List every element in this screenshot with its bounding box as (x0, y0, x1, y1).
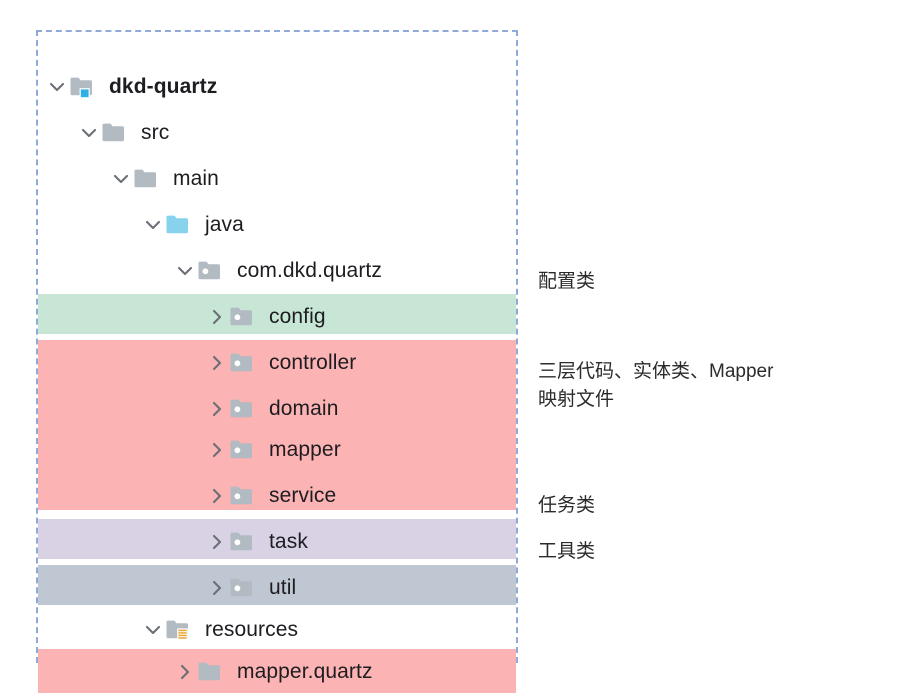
chevron-right-icon[interactable] (204, 427, 230, 473)
tree-item-main[interactable]: main (38, 156, 219, 202)
three-tier-band (38, 340, 516, 510)
chevron-right-icon[interactable] (204, 565, 230, 611)
chevron-down-icon[interactable] (140, 607, 166, 653)
tree-item-label: src (141, 121, 170, 144)
package-folder-icon (230, 386, 260, 432)
plain-folder-icon (134, 156, 164, 202)
tree-item-java[interactable]: java (38, 202, 244, 248)
note-task: 任务类 (538, 495, 596, 516)
chevron-right-icon[interactable] (204, 386, 230, 432)
tree-item-dkd-quartz[interactable]: dkd-quartz (38, 64, 217, 110)
tree-item-util[interactable]: util (38, 565, 296, 611)
tree-item-label: mapper.quartz (237, 660, 373, 683)
chevron-right-icon[interactable] (204, 294, 230, 340)
tree-item-config[interactable]: config (38, 294, 326, 340)
note-util: 工具类 (538, 541, 596, 562)
tree-item-label: task (269, 530, 308, 553)
package-folder-icon (230, 427, 260, 473)
tree-item-com-dkd-quartz[interactable]: com.dkd.quartz (38, 248, 382, 294)
chevron-down-icon[interactable] (172, 248, 198, 294)
package-folder-icon (198, 248, 228, 294)
tree-item-label: controller (269, 351, 357, 374)
tree-item-label: domain (269, 397, 339, 420)
tree-item-label: java (205, 213, 244, 236)
source-folder-icon (166, 202, 196, 248)
plain-folder-icon (198, 649, 228, 695)
tree-item-label: service (269, 484, 337, 507)
chevron-down-icon[interactable] (76, 110, 102, 156)
chevron-right-icon[interactable] (172, 649, 198, 695)
tree-item-label: main (173, 167, 219, 190)
task-band (38, 519, 516, 559)
note-config: 配置类 (538, 271, 596, 292)
tree-item-service[interactable]: service (38, 473, 336, 519)
mapper-band (38, 649, 516, 693)
tree-item-label: mapper (269, 438, 341, 461)
chevron-right-icon[interactable] (204, 519, 230, 565)
package-folder-icon (230, 473, 260, 519)
note-three-tier: 三层代码、实体类、Mapper 映射文件 (538, 361, 774, 410)
package-folder-icon (230, 519, 260, 565)
resources-folder-icon (166, 607, 196, 653)
tree-item-task[interactable]: task (38, 519, 308, 565)
tree-item-label: resources (205, 618, 299, 641)
package-folder-icon (230, 340, 260, 386)
plain-folder-icon (102, 110, 132, 156)
tree-item-label: com.dkd.quartz (237, 259, 382, 282)
tree-item-controller[interactable]: controller (38, 340, 356, 386)
chevron-right-icon[interactable] (204, 340, 230, 386)
tree-item-mapper-quartz[interactable]: mapper.quartz (38, 649, 373, 695)
tree-item-resources[interactable]: resources (38, 607, 298, 653)
tree-item-label: config (269, 305, 326, 328)
tree-item-mapper[interactable]: mapper (38, 427, 341, 473)
tree-item-src[interactable]: src (38, 110, 169, 156)
config-band (38, 294, 516, 334)
package-folder-icon (230, 565, 260, 611)
chevron-right-icon[interactable] (204, 473, 230, 519)
tree-item-label: util (269, 576, 297, 599)
util-band (38, 565, 516, 605)
tree-item-label: dkd-quartz (109, 75, 218, 98)
chevron-down-icon[interactable] (44, 64, 70, 110)
module-folder-icon (70, 64, 100, 110)
chevron-down-icon[interactable] (140, 202, 166, 248)
package-folder-icon (230, 294, 260, 340)
tree-item-domain[interactable]: domain (38, 386, 338, 432)
chevron-down-icon[interactable] (108, 156, 134, 202)
